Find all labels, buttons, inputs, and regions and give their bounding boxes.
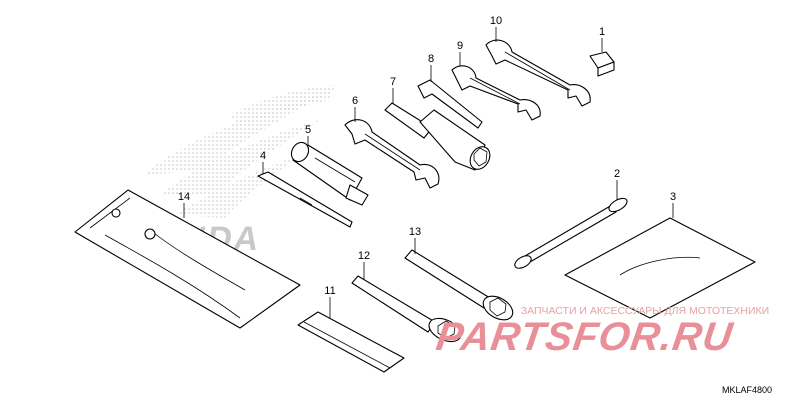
part-12-spanner [351,275,462,343]
part-9-wrench [451,65,541,121]
watermark: ЗАПЧАСТИ И АКСЕССУАРЫ ДЛЯ МОТОТЕХНИКИ PA… [433,305,769,359]
callout-6: 6 [352,95,358,107]
callout-1: 1 [599,26,605,38]
watermark-tagline: ЗАПЧАСТИ И АКСЕССУАРЫ ДЛЯ МОТОТЕХНИКИ [521,305,769,317]
callout-7: 7 [390,76,396,88]
leader-lines [183,27,674,318]
callout-12: 12 [358,250,370,262]
watermark-brand: PARTSFOR.RU [433,314,735,359]
callout-13: 13 [409,226,421,238]
callout-4: 4 [260,150,266,162]
part-8-hex-key [417,79,483,129]
callout-3: 3 [670,191,676,203]
callout-5: 5 [305,124,311,136]
callout-10: 10 [490,15,502,27]
callout-14: 14 [178,191,190,203]
part-4-screwdriver [257,171,353,228]
callout-11: 11 [324,285,335,297]
drawing-code: MKLAF4800 [722,385,772,395]
part-3-manual [564,217,756,319]
callout-9: 9 [457,40,463,52]
callout-numbers: 1 2 3 4 5 6 7 8 9 10 11 12 13 14 [178,15,676,297]
part-7-socket-wrench [384,102,491,171]
callout-2: 2 [614,168,620,180]
part-10-wrench [485,39,591,107]
part-1-clip [589,51,615,77]
part-13-spanner [404,249,514,321]
callout-8: 8 [428,53,434,65]
part-14-tool-bag [74,189,301,329]
part-5-screwdriver-handle [290,141,369,206]
part-2-cable [514,197,628,269]
part-6-wrench [344,119,440,189]
part-11-grip [297,311,405,373]
